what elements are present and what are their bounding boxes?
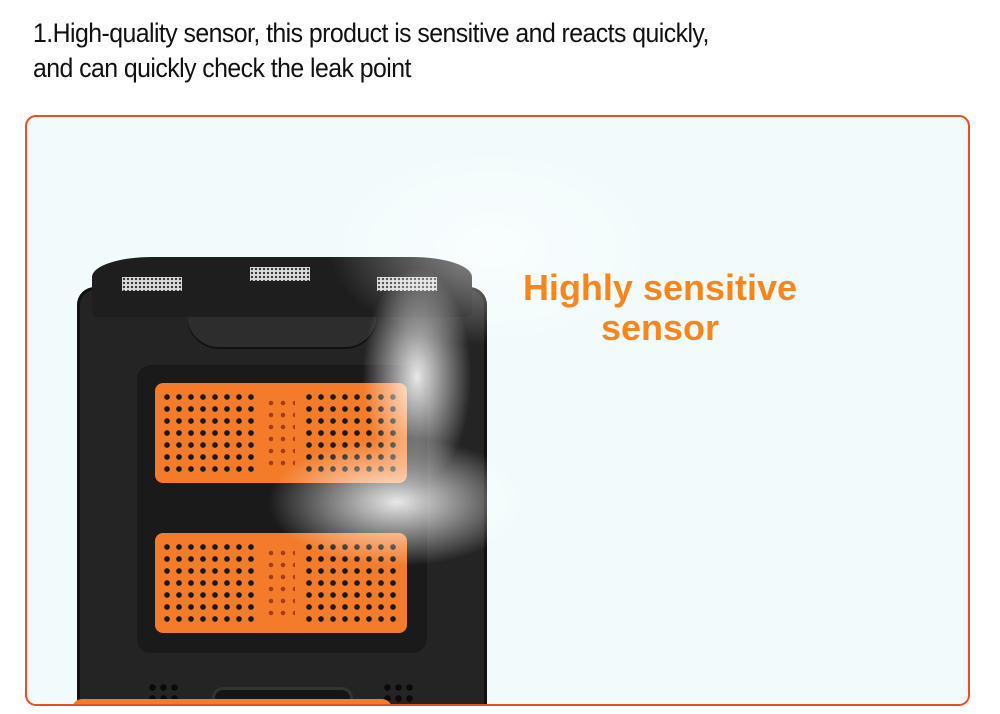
vent-holes [161, 391, 257, 475]
speaker-holes-left [147, 682, 181, 704]
sensor-grille-left [122, 277, 182, 291]
heading-line-2: and can quickly check the leak point [33, 53, 411, 83]
smoke-effect [267, 437, 527, 567]
speaker-holes-right [382, 682, 416, 704]
feature-tagline: Highly sensitive sensor [490, 268, 830, 348]
heading: 1.High-quality sensor, this product is s… [33, 16, 889, 86]
device-notch [187, 317, 377, 349]
product-frame [25, 115, 970, 706]
device-orange-strip [72, 699, 392, 704]
vent-holes [265, 397, 295, 469]
heading-line-1: 1.High-quality sensor, this product is s… [33, 18, 709, 48]
tagline-line-1: Highly sensitive [522, 267, 798, 308]
sensor-grille-center [250, 267, 310, 281]
tagline-line-2: sensor [600, 307, 720, 348]
vent-holes [161, 541, 257, 625]
smoke-effect [327, 147, 657, 347]
vent-holes [265, 547, 295, 619]
